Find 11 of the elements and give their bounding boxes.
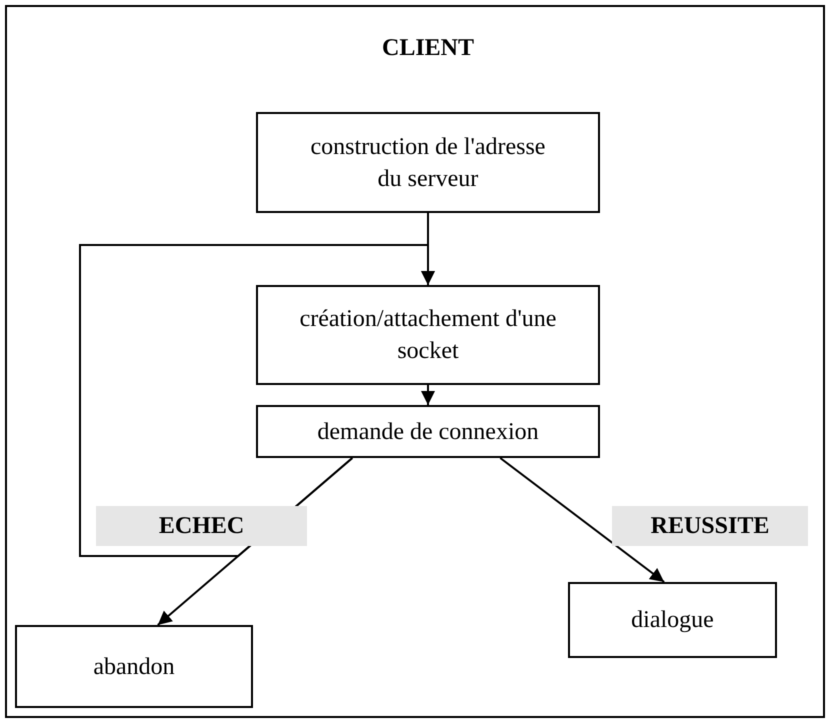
arrow [500,457,665,583]
edge-label: REUSSITE [612,506,808,546]
edge-label: ECHEC [96,506,307,546]
process-box: abandon [15,625,253,708]
process-box: construction de l'adresse du serveur [256,112,600,213]
arrow [79,244,435,557]
process-box: création/attachement d'une socket [256,285,600,385]
title: CLIENT [380,34,476,63]
process-box: demande de connexion [256,405,600,458]
arrow [421,385,435,405]
process-box: dialogue [568,582,777,658]
